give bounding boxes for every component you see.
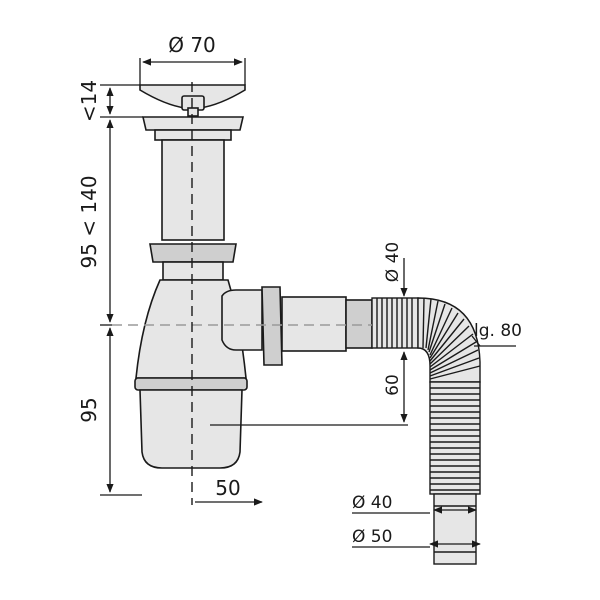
vertical-tube [161,139,225,241]
trap-assembly [134,84,373,469]
centerlines [112,82,372,505]
label-drop: 60 [383,374,403,396]
hose-horizontal-run [371,297,419,349]
label-height-bottom: 95 [77,397,101,422]
bottle-ring [134,377,248,391]
dimension-labels: Ø 70 <14 95 < 140 95 50 Ø 40 lg. 80 60 Ø… [77,33,522,547]
outlet-sleeve [433,493,477,565]
label-hose-length: lg. 80 [474,321,522,341]
label-outlet-outer-diameter: Ø 50 [352,527,392,547]
hose-horizontal-ribs [376,298,413,348]
hose-adapter [345,299,373,349]
nut-band [162,261,224,281]
bottle-base [139,389,243,469]
label-side-diameter: Ø 40 [383,242,403,282]
coupling-nut [149,243,237,263]
label-height-mid: 95 < 140 [77,175,101,268]
side-nut [261,286,283,366]
hose-vertical-ribs [430,387,480,491]
side-elbow [221,289,263,351]
dimension-lines [100,58,516,548]
horizontal-pipe [281,296,347,352]
label-outlet-inner-diameter: Ø 40 [352,493,392,513]
label-top-diameter: Ø 70 [168,33,216,57]
drain-plug-stem [187,107,199,117]
hose-vertical-run [429,381,481,495]
flange-ring [154,129,232,141]
upper-flange [141,116,245,131]
flex-hose [371,297,481,565]
label-offset-bottom: 50 [215,476,240,500]
hose-bend-ribs [422,297,481,380]
label-height-top: <14 [77,80,101,122]
